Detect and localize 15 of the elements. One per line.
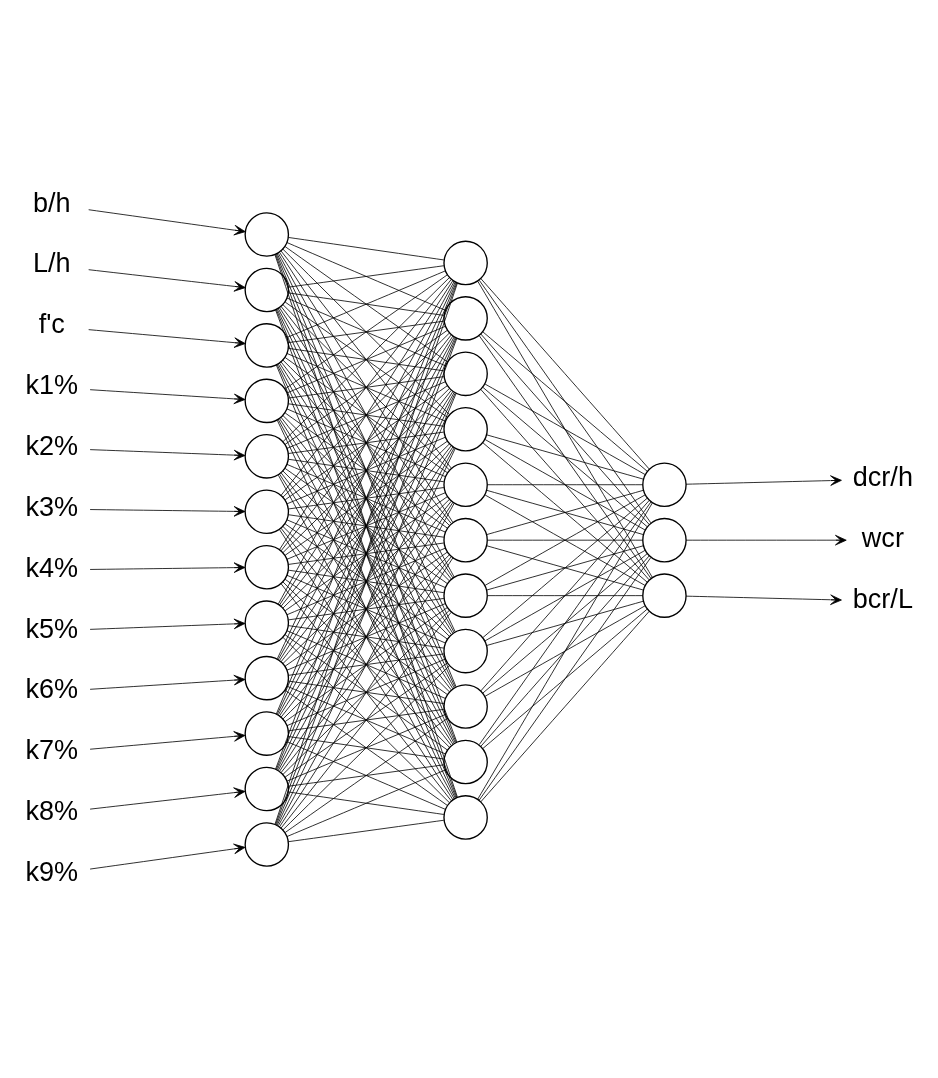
node-text: k8% — [25, 795, 79, 826]
node-text: k5% — [25, 613, 79, 644]
node-text: f'c — [38, 308, 65, 339]
node-text: bcr/L — [852, 583, 913, 614]
node-text: dcr/h — [852, 461, 913, 492]
node-text: k7% — [25, 734, 79, 765]
node-text: wcr — [861, 522, 904, 553]
node-text: k9% — [25, 856, 79, 887]
node-text: k4% — [25, 552, 79, 583]
node-text: k3% — [25, 491, 79, 522]
node-text: k6% — [25, 673, 79, 704]
node-text: L/h — [32, 247, 71, 278]
node-text: b/h — [32, 187, 71, 218]
node-text: k2% — [25, 430, 79, 461]
node-text: k1% — [25, 369, 79, 400]
